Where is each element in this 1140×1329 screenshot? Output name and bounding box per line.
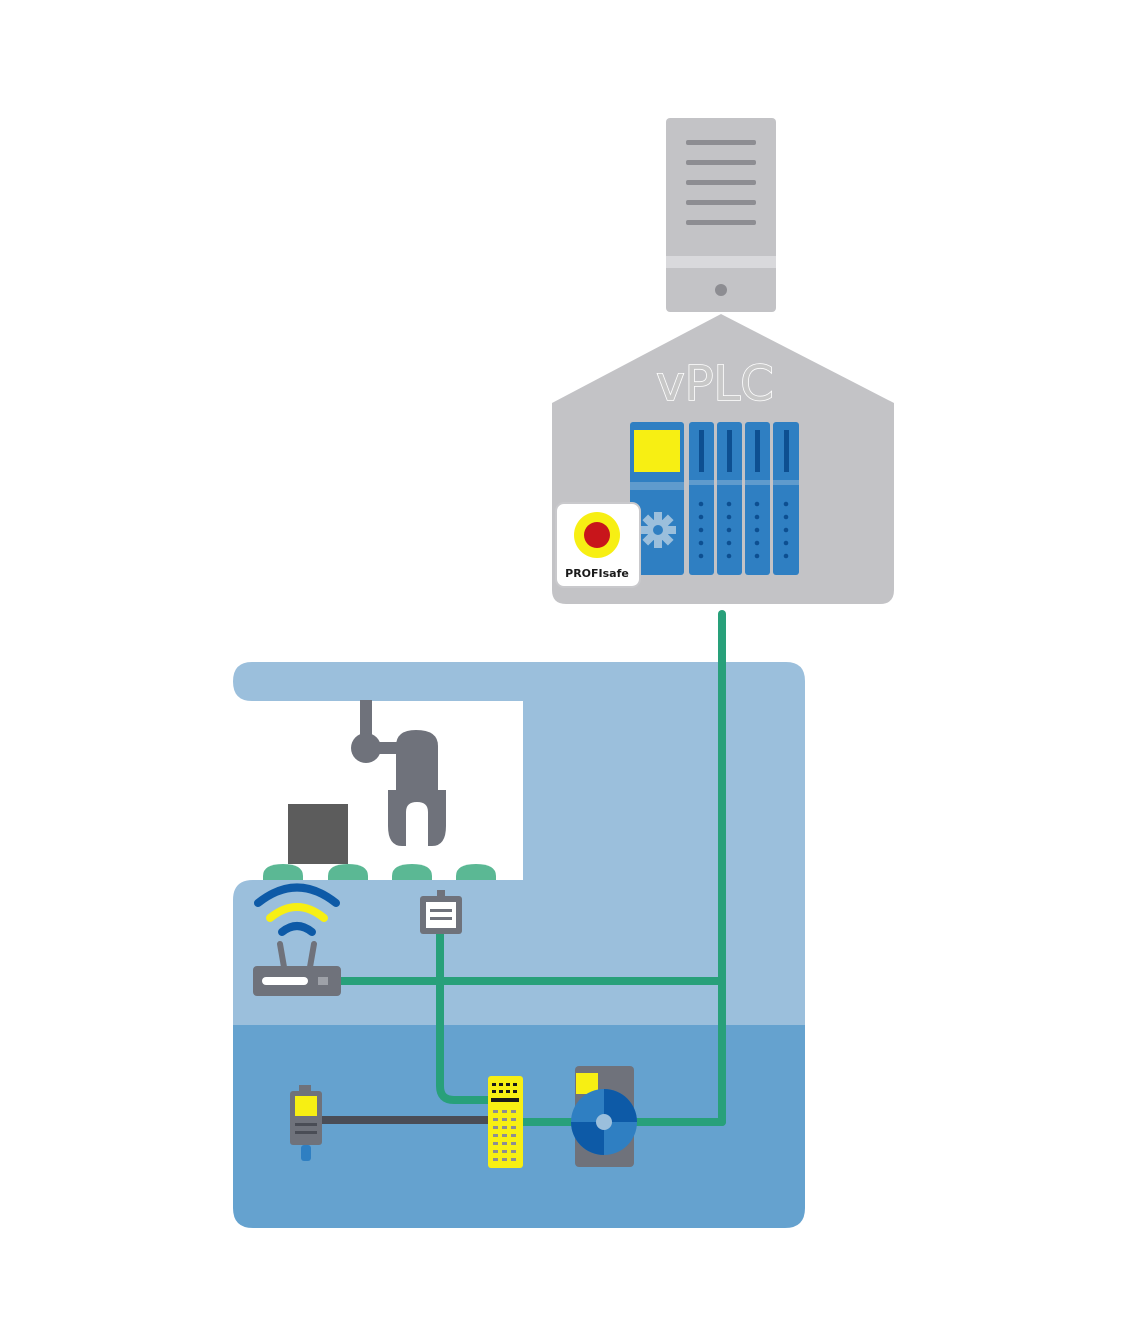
profisafe-badge: PROFIsafe	[555, 502, 641, 588]
proximity-sensor-icon	[290, 1085, 322, 1161]
conveyor-roller	[263, 864, 303, 880]
robot-gripper-icon	[351, 700, 446, 846]
conveyor-roller	[456, 864, 496, 880]
plc-io-modules	[689, 422, 799, 575]
io-module	[689, 422, 714, 575]
server-icon	[666, 118, 776, 312]
profisafe-label: PROFIsafe	[565, 567, 629, 580]
emergency-stop-icon	[584, 522, 610, 548]
conveyor-roller	[328, 864, 368, 880]
motor-drive-icon	[571, 1066, 637, 1167]
network-cables	[314, 610, 726, 1126]
wireless-router-icon	[253, 883, 341, 996]
conveyor-rollers	[263, 864, 496, 880]
workpiece	[288, 804, 348, 864]
plc-cpu-module	[630, 422, 684, 575]
io-module	[717, 422, 742, 575]
io-module	[745, 422, 770, 575]
vplc-container: vPLC	[552, 314, 894, 604]
safety-io-module-icon	[488, 1076, 523, 1168]
conveyor-roller	[392, 864, 432, 880]
gear-icon	[640, 512, 676, 548]
sensor-tag-icon	[420, 890, 462, 934]
vplc-label: vPLC	[656, 356, 774, 412]
io-module	[773, 422, 799, 575]
